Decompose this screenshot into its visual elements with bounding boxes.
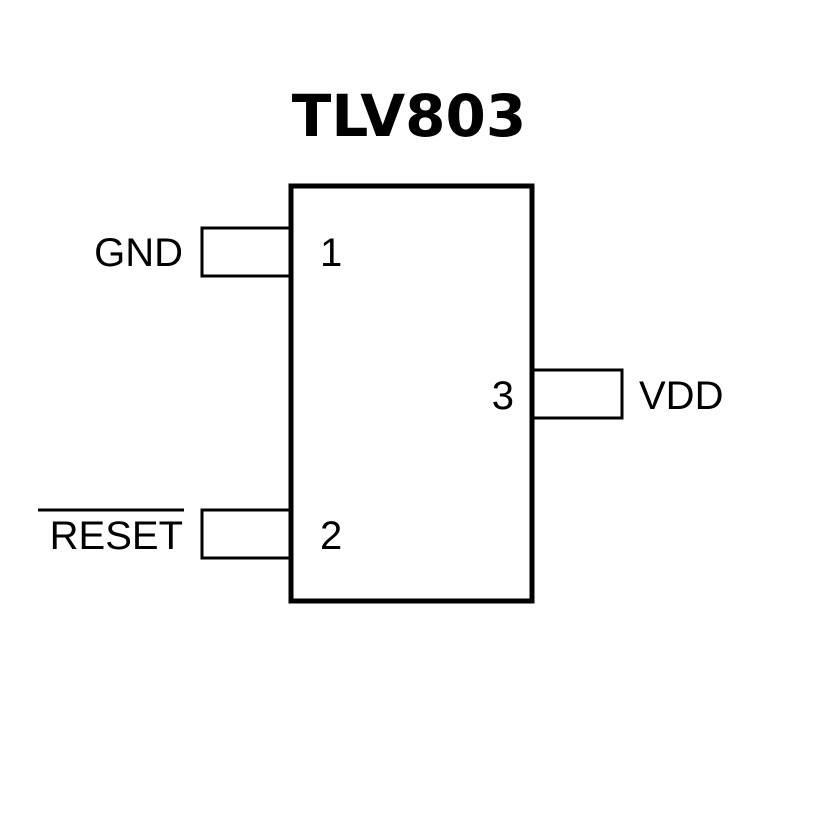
pin-1-number: 1 (320, 231, 342, 275)
pin-1: GND 1 (94, 226, 342, 278)
pin-2-lead (200, 508, 293, 560)
pin-2: RESET 2 (38, 508, 342, 560)
pin-3-name: VDD (639, 374, 723, 418)
chip-title: TLV803 (292, 82, 527, 150)
pin-3-number: 3 (492, 374, 514, 418)
pin-2-name: RESET (50, 514, 183, 558)
pin-2-number: 2 (320, 514, 342, 558)
pin-1-name: GND (94, 231, 183, 275)
pin-3: VDD 3 (492, 368, 723, 420)
pin-1-lead (200, 226, 293, 278)
pin-3-lead (530, 368, 624, 420)
